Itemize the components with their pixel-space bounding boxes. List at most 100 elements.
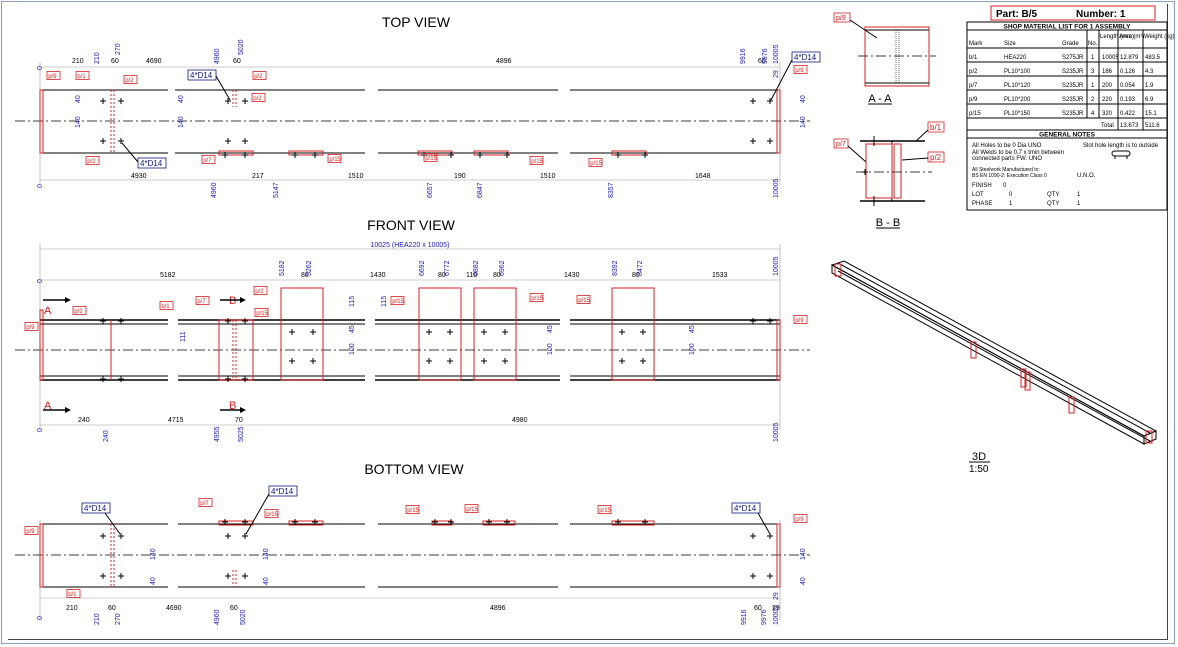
top-dim-bottom-4: 1510 bbox=[348, 173, 364, 180]
material-row-0-cell-4: 10005 bbox=[1102, 55, 1119, 61]
front-dim-top-4: 1430 bbox=[370, 272, 386, 279]
total-area: 13.673 bbox=[1120, 123, 1139, 129]
front-dim-top-2: 80 bbox=[301, 272, 309, 279]
top-part-tag-4: p/2 bbox=[254, 74, 263, 80]
top-dim-bottom-7: 6847 bbox=[477, 182, 484, 198]
bottom-vdim-2: 140 bbox=[263, 548, 270, 560]
front-vdim-3: 100 bbox=[349, 343, 356, 355]
front-part-tag-3: p/7 bbox=[197, 299, 206, 305]
material-row-2-cell-5: 0.054 bbox=[1120, 83, 1136, 89]
top-part-tag-6-box bbox=[327, 154, 342, 163]
bottom-part-tag-6-box bbox=[597, 505, 612, 514]
front-part-tag-1-box bbox=[72, 306, 87, 315]
bottom-part-tag-5-box bbox=[464, 504, 479, 513]
bottom-part-tag-3: p/15 bbox=[266, 512, 278, 518]
front-dim-top-17: 10005 bbox=[773, 256, 780, 276]
section-bb: p/7 b/1 p/2 B - B bbox=[833, 121, 945, 229]
bottom-dim-10: 5020 bbox=[240, 609, 247, 625]
front-part-tag-6-box bbox=[390, 296, 405, 305]
section-marker-a: A A bbox=[43, 297, 71, 413]
front-dim-top-13: 8392 bbox=[612, 260, 619, 276]
top-part-tag-2-box bbox=[85, 156, 100, 165]
drawing-sheet bbox=[8, 4, 1168, 640]
front-dim-top-14: 80 bbox=[632, 272, 640, 279]
front-dim-top-3: 5262 bbox=[306, 260, 313, 276]
bottom-bolt-tag-2: 4*D14 bbox=[245, 485, 298, 535]
view-3d-scale: 1:50 bbox=[969, 464, 989, 475]
front-vdim-4: 115 bbox=[381, 296, 388, 307]
bottom-part-tag-7: p/9 bbox=[795, 517, 804, 523]
front-part-tag-9-box bbox=[793, 315, 808, 324]
top-part-tag-2: p/2 bbox=[87, 159, 96, 165]
top-part-tag-3-box bbox=[123, 75, 138, 84]
material-row-4-cell-1: PL10*150 bbox=[1004, 111, 1031, 117]
front-bolt-marks bbox=[100, 318, 773, 382]
top-part-tag-7: p/15 bbox=[425, 156, 437, 162]
bottom-vdim-1: 40 bbox=[150, 577, 157, 585]
top-dim-bottom-5: 6657 bbox=[427, 182, 434, 198]
top-part-tag-11-box bbox=[251, 93, 266, 102]
top-zero-0: 0 bbox=[37, 66, 44, 70]
aa-tag-p9: p/9 bbox=[836, 15, 846, 22]
front-overall-dim: 10025 (HEA220 x 10005) bbox=[371, 242, 450, 249]
top-dim-bottom-2: 217 bbox=[252, 173, 264, 180]
bottom-bolt-tag-label-2: 4*D14 bbox=[271, 487, 294, 496]
phase-label: PHASE bbox=[972, 201, 992, 207]
col-length: Length (mm) bbox=[1100, 34, 1134, 40]
total-label: Total bbox=[1101, 123, 1114, 129]
top-dim-top-11: 9976 bbox=[762, 48, 769, 64]
material-row-3-cell-6: 6.9 bbox=[1145, 97, 1154, 103]
part-header-box bbox=[990, 5, 1156, 21]
section-aa: p/9 A - A bbox=[833, 12, 936, 105]
top-part-tag-10-box bbox=[793, 65, 808, 74]
front-dim-top-1: 5182 bbox=[279, 260, 286, 276]
top-dim-bottom-11: 10005 bbox=[773, 178, 780, 198]
front-part-tag-6: p/15 bbox=[392, 299, 404, 305]
front-dim-bottom-1: 240 bbox=[103, 430, 110, 442]
front-part-tag-4-box bbox=[253, 286, 268, 295]
front-vdim-7: 45 bbox=[689, 325, 696, 333]
front-dim-top-12: 1430 bbox=[564, 272, 580, 279]
material-list-title: SHOP MATERIAL LIST FOR 1 ASSEMBLY bbox=[1003, 24, 1131, 31]
top-vdim-3: 140 bbox=[178, 116, 185, 128]
front-zero-1: 0 bbox=[37, 428, 44, 432]
top-dim-top-3: 270 bbox=[115, 43, 122, 55]
note-welds-2: connected parts FW. UNO bbox=[972, 156, 1042, 162]
bottom-part-tag-0: p/9 bbox=[26, 529, 35, 535]
top-bolt-tag-label-1: 4*D14 bbox=[190, 71, 213, 80]
front-part-tag-0: p/9 bbox=[26, 325, 35, 331]
bottom-part-tag-0-box bbox=[24, 526, 39, 535]
section-a-top: A bbox=[44, 305, 52, 317]
front-view: 10025 (HEA220 x 10005) bbox=[15, 242, 810, 442]
qty-value-1: 1 bbox=[1077, 192, 1081, 198]
bottom-dim-2: 4690 bbox=[166, 605, 182, 612]
qty-value-2: 1 bbox=[1077, 201, 1081, 207]
top-dim-top-12: 10005 bbox=[773, 44, 780, 64]
front-dim-bottom-4: 70 bbox=[235, 417, 243, 424]
front-vdim-2: 45 bbox=[349, 325, 356, 333]
material-row-0-cell-6: 483.5 bbox=[1145, 55, 1161, 61]
number-label: Number: 1 bbox=[1076, 9, 1126, 20]
material-row-2-cell-0: p/7 bbox=[969, 83, 978, 89]
front-view-title: FRONT VIEW bbox=[367, 217, 455, 233]
material-row-0-cell-5: 12.879 bbox=[1120, 55, 1139, 61]
top-part-tag-8-box bbox=[529, 156, 544, 165]
top-dim-top-8: 4896 bbox=[496, 58, 512, 65]
material-row-4-cell-6: 15.1 bbox=[1145, 111, 1157, 117]
total-weight: 511.6 bbox=[1145, 123, 1160, 129]
general-notes-title: GENERAL NOTES bbox=[1039, 132, 1096, 139]
top-dim-bottom-8: 1510 bbox=[540, 173, 556, 180]
lot-label: LOT bbox=[972, 192, 984, 198]
front-dim-bottom-5: 5025 bbox=[238, 426, 245, 442]
front-dim-bottom-3: 4955 bbox=[214, 426, 221, 442]
front-part-tag-0-box bbox=[24, 322, 39, 331]
bottom-dim-6: 29 bbox=[772, 605, 780, 612]
top-dim-bottom-10: 1648 bbox=[695, 173, 711, 180]
col-no: No. bbox=[1088, 41, 1098, 47]
top-dim-top-1: 210 bbox=[94, 52, 101, 64]
front-dim-top-9: 6882 bbox=[473, 260, 480, 276]
bottom-vdim-4: 140 bbox=[800, 548, 807, 560]
bottom-dim-11: 9916 bbox=[741, 609, 748, 625]
bottom-vdim-5: 40 bbox=[800, 577, 807, 585]
